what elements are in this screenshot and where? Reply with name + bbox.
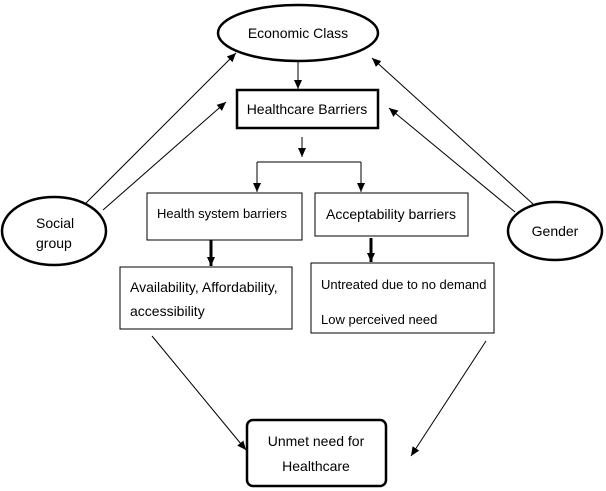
unmet-need-label-line-2: Healthcare [282, 458, 350, 474]
availability-node: Availability, Affordability, accessibili… [119, 266, 293, 330]
social-group-node: Social group [0, 195, 108, 267]
economic-class-node: Economic Class [216, 3, 380, 63]
arrow-untreated-to-unmet [410, 340, 487, 457]
health-system-barriers-node: Health system barriers [146, 192, 303, 241]
arrow-social-to-barriers [102, 101, 227, 211]
gender-node: Gender [506, 200, 604, 262]
social-group-label-line-1: Social [36, 215, 74, 231]
untreated-node: Untreated due to no demand Low perceived… [310, 262, 495, 334]
healthcare-barriers-label: Healthcare Barriers [247, 101, 368, 117]
arrow-gender-to-economic [371, 57, 534, 205]
unmet-need-label-line-1: Unmet need for [268, 433, 365, 449]
availability-label-line-2: accessibility [130, 303, 205, 319]
untreated-label-line-1: Untreated due to no demand [321, 277, 487, 292]
arrow-availability-to-unmet [151, 335, 247, 451]
health-system-barriers-label: Health system barriers [157, 206, 288, 221]
social-group-label-line-2: group [36, 235, 72, 251]
connectors [85, 52, 534, 457]
unmet-need-node: Unmet need for Healthcare [245, 418, 388, 488]
acceptability-barriers-node: Acceptability barriers [314, 192, 469, 237]
gender-label: Gender [532, 223, 579, 239]
economic-class-label: Economic Class [248, 25, 348, 41]
acceptability-barriers-label: Acceptability barriers [326, 206, 456, 222]
untreated-label-line-2: Low perceived need [321, 312, 437, 327]
availability-label-line-1: Availability, Affordability, [130, 279, 278, 295]
healthcare-barriers-node: Healthcare Barriers [235, 88, 380, 130]
arrow-gender-to-barriers [388, 107, 516, 213]
arrow-social-to-economic [85, 52, 237, 204]
